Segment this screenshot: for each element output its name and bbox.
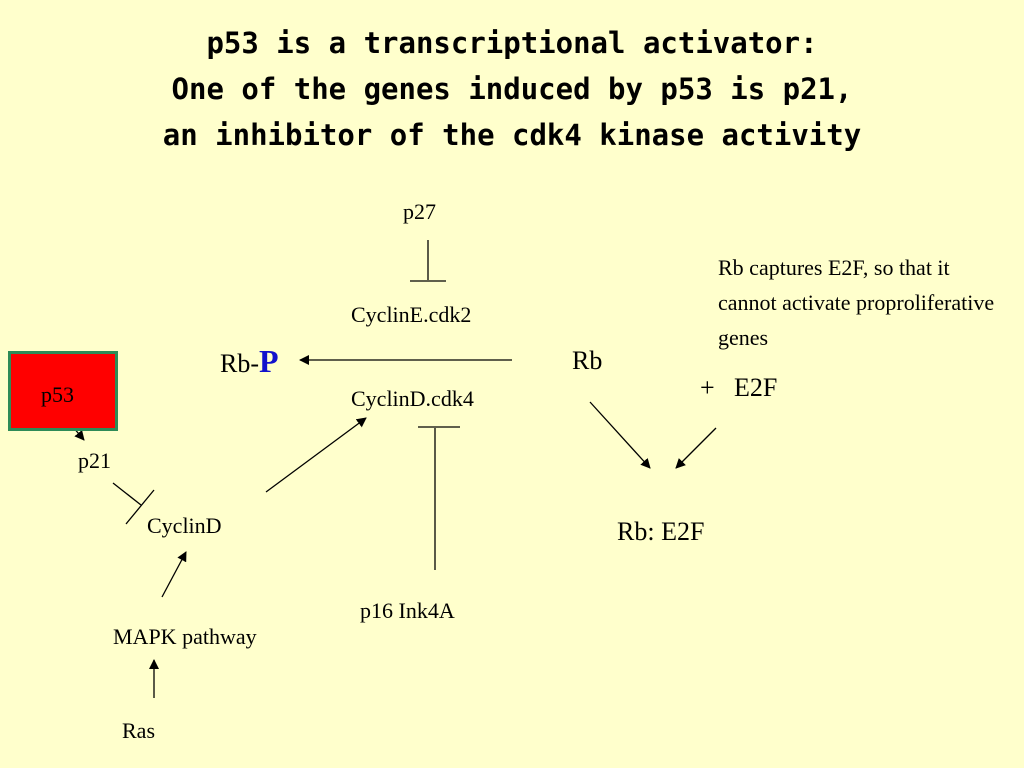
node-rb-phosphorylated: Rb-P bbox=[220, 343, 279, 379]
plus-sign: + bbox=[700, 373, 715, 402]
node-cyclind: CyclinD bbox=[147, 513, 222, 538]
node-ras: Ras bbox=[122, 718, 155, 743]
node-rb: Rb bbox=[572, 346, 603, 375]
node-p53: p53 bbox=[41, 382, 74, 407]
title-line-1: p53 is a transcriptional activator: bbox=[206, 26, 818, 60]
node-cycline-cdk2: CyclinE.cdk2 bbox=[351, 302, 472, 327]
inhibition-p21-bar bbox=[125, 489, 155, 525]
node-mapk-pathway: MAPK pathway bbox=[113, 624, 257, 649]
node-e2f: E2F bbox=[734, 373, 778, 402]
arrow-e2f-to-complex bbox=[675, 427, 717, 469]
arrow-rb-to-complex bbox=[589, 401, 651, 469]
slide-title: p53 is a transcriptional activator: One … bbox=[0, 20, 1024, 158]
title-line-3: an inhibitor of the cdk4 kinase activity bbox=[162, 118, 862, 152]
node-p27: p27 bbox=[403, 199, 436, 224]
node-p16-ink4a: p16 Ink4A bbox=[360, 598, 455, 623]
arrow-cyclind-to-complex bbox=[265, 417, 367, 493]
rb-note: Rb captures E2F, so that it cannot activ… bbox=[718, 255, 995, 350]
inhibition-p21-line bbox=[112, 482, 142, 506]
arrow-mapk-to-cyclind bbox=[161, 551, 187, 598]
node-rb-e2f: Rb: E2F bbox=[617, 517, 705, 546]
phosphate-label: P bbox=[259, 343, 279, 379]
rbp-prefix: Rb- bbox=[220, 349, 259, 378]
title-line-2: One of the genes induced by p53 is p21, bbox=[171, 72, 853, 106]
node-cyclind-cdk4: CyclinD.cdk4 bbox=[351, 386, 474, 411]
p53-box: p53 bbox=[8, 351, 118, 431]
node-p21: p21 bbox=[78, 448, 111, 473]
